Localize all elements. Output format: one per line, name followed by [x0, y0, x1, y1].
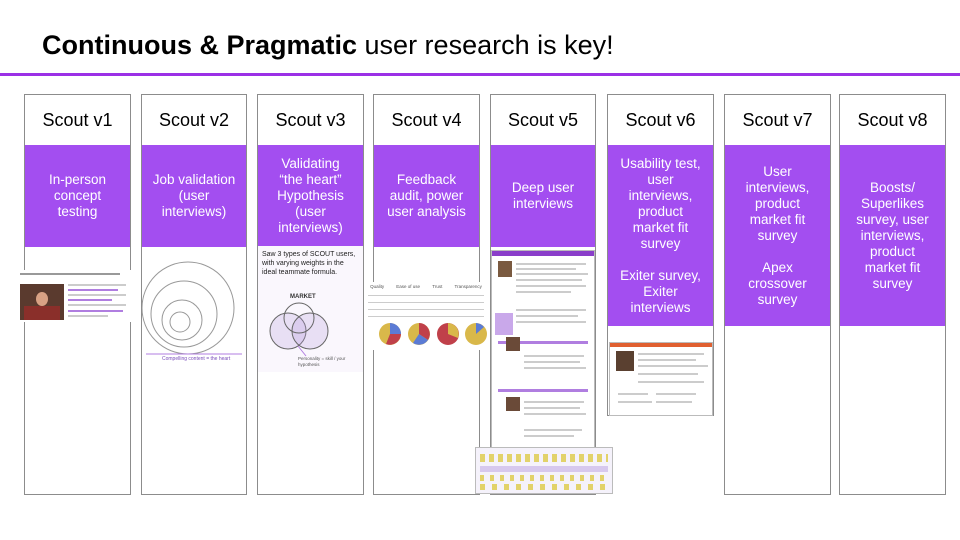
research-text: User interviews, product market fit surv…	[745, 163, 810, 307]
v4-table-header: Quality Ease of use Trust Transparency	[364, 284, 488, 292]
research-text: Boosts/ Superlikes survey, user intervie…	[856, 179, 929, 291]
research-card: Job validation (user interviews)	[142, 145, 246, 247]
venn-graphic	[269, 302, 329, 357]
v4-header-trust: Trust	[432, 284, 443, 289]
v3-market-label: MARKET	[290, 294, 316, 300]
research-text: Usability test, user interviews, product…	[620, 155, 701, 315]
column-title: Scout v8	[857, 109, 928, 130]
v4-header-ease: Ease of use	[396, 284, 421, 289]
research-text: Job validation (user interviews)	[152, 172, 236, 219]
research-card: Feedback audit, power user analysis	[374, 145, 479, 247]
research-text: Feedback audit, power user analysis	[387, 172, 466, 219]
column-title: Scout v1	[42, 109, 113, 130]
research-text: In-person concept testing	[48, 172, 107, 219]
v2-caption: Compelling content = the heart	[162, 356, 231, 362]
column-title: Scout v4	[391, 109, 462, 130]
v5-interview-doc-thumbnail	[491, 250, 595, 454]
column-scout-v7: Scout v7 User interviews, product market…	[724, 94, 831, 495]
column-title: Scout v2	[158, 109, 230, 130]
title-underline	[0, 73, 960, 76]
research-card: Validating “the heart” Hypothesis (user …	[258, 145, 363, 247]
v2-circles-diagram-thumbnail: Compelling content = the heart	[142, 258, 246, 364]
research-text: Deep user interviews	[511, 180, 575, 211]
pie-charts-graphic	[379, 323, 487, 345]
title-rest: user research is key!	[357, 30, 614, 60]
title-bold: Continuous & Pragmatic	[42, 30, 358, 60]
v6-profile-doc-thumbnail	[609, 342, 713, 416]
research-card: Usability test, user interviews, product…	[608, 145, 713, 326]
column-scout-v8: Scout v8 Boosts/ Superlikes survey, user…	[839, 94, 946, 495]
interview-photo	[20, 284, 64, 320]
research-text: Validating “the heart” Hypothesis (user …	[277, 156, 344, 235]
v4-header-transparency: Transparency	[454, 284, 482, 289]
column-title: Scout v7	[742, 109, 813, 130]
concentric-circles-graphic	[142, 261, 242, 355]
column-title: Scout v6	[625, 109, 696, 130]
v4-feedback-table-thumbnail: Quality Ease of use Trust Transparency	[364, 282, 488, 350]
research-card: Deep user interviews	[491, 145, 595, 247]
column-title: Scout v5	[507, 109, 579, 130]
column-title: Scout v3	[275, 109, 346, 130]
v4-header-quality: Quality	[370, 284, 385, 289]
v3-venn-diagram-thumbnail: Saw 3 types of SCOUT users, with varying…	[258, 246, 363, 372]
v1-interview-notes-thumbnail	[18, 270, 131, 322]
slide-title: Continuous & Pragmatic user research is …	[42, 28, 614, 62]
research-card: Boosts/ Superlikes survey, user intervie…	[840, 145, 945, 326]
research-card: In-person concept testing	[25, 145, 130, 247]
v3-text: Saw 3 types of SCOUT users, with varying…	[262, 251, 356, 276]
v5-sticky-notes-board-thumbnail	[475, 447, 613, 494]
research-card: User interviews, product market fit surv…	[725, 145, 830, 326]
v3-caption: Personality = skill / your hypothesis	[298, 356, 346, 367]
